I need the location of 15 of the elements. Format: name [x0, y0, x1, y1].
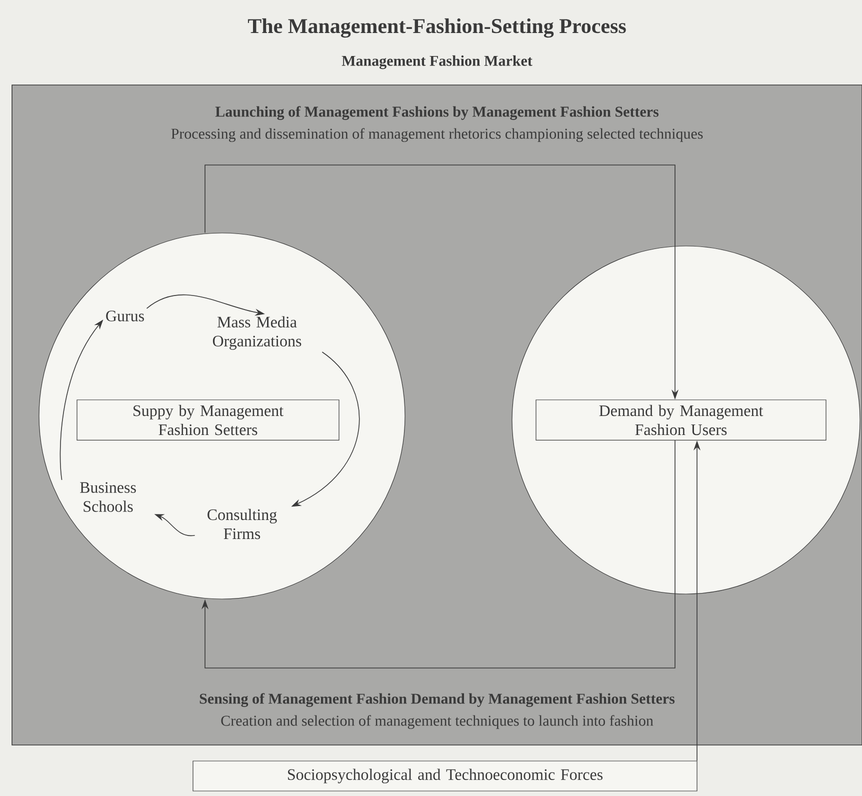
section-heading: Sensing of Management Fashion Demand by Management Fashion Setters [200, 693, 675, 707]
description-text: Creation and selection of management techniques to launch into fashion [221, 715, 654, 729]
section-heading: Launching of Management Fashions by Management Fashion Setters [215, 106, 659, 120]
description-text: Processing and dissemination of management rhetorics championing selected techniques [171, 128, 703, 142]
title: The Management-Fashion-Setting Process [248, 18, 626, 38]
actor-label: Mass Media Organizations [212, 316, 302, 350]
node-label: Management Fashion Market [342, 55, 532, 70]
process-box: Suppy by Management Fashion Setters [76, 400, 340, 440]
actor-label: Business Schools [80, 482, 136, 512]
actor-label: Gurus [106, 310, 144, 322]
arrow [201, 440, 676, 668]
process-box: Demand by Management Fashion Users [536, 400, 826, 440]
circle [38, 232, 406, 600]
actor-label: Consulting Firms [208, 508, 277, 540]
process-box: Sociopsychological and Technoeconomic Forces [192, 760, 698, 792]
